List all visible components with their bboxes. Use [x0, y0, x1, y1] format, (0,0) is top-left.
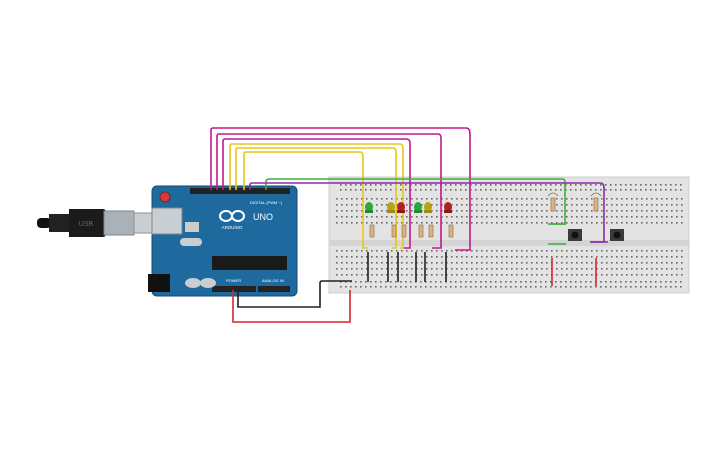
button-power-jumpers	[551, 258, 597, 286]
resistor-leads	[547, 192, 602, 197]
analog-header	[258, 286, 290, 292]
resistor-7[interactable]	[550, 197, 556, 212]
wire-green[interactable]	[265, 178, 566, 225]
analog-label: ANALOG IN	[262, 278, 284, 283]
breadboard[interactable]	[328, 176, 690, 294]
wire-magenta-3[interactable]	[222, 138, 411, 249]
resistor-1[interactable]	[369, 224, 375, 238]
led-green-1[interactable]	[365, 202, 373, 213]
resistor-4[interactable]	[418, 224, 424, 238]
power-header	[212, 286, 256, 292]
wires	[210, 127, 605, 323]
resistor-6[interactable]	[448, 224, 454, 238]
digital-header	[190, 188, 290, 194]
pushbutton-1[interactable]	[568, 229, 582, 241]
arduino-uno-board[interactable]: UNO ARDUINO DIGITAL (PWM ~) POWER ANALOG…	[148, 185, 298, 297]
arduino-brand: ARDUINO	[222, 225, 243, 230]
power-label: POWER	[226, 278, 241, 283]
resistor-3[interactable]	[401, 224, 407, 238]
reset-button[interactable]	[159, 191, 171, 203]
led-yellow-1[interactable]	[387, 202, 395, 213]
resistor-5[interactable]	[428, 224, 434, 238]
resistor-2[interactable]	[391, 224, 397, 238]
led-red-1[interactable]	[397, 202, 405, 213]
breadboard-holes	[336, 184, 683, 288]
ground-jumpers	[367, 252, 447, 282]
wire-magenta-1[interactable]	[210, 127, 471, 251]
wire-magenta-2[interactable]	[216, 133, 442, 249]
usb-label: USB	[79, 221, 94, 228]
wire-red-5v[interactable]	[232, 290, 351, 323]
wire-purple[interactable]	[249, 182, 605, 243]
led-yellow-2[interactable]	[424, 202, 432, 213]
led-green-2[interactable]	[414, 202, 422, 213]
led-group	[365, 202, 452, 213]
pushbutton-2[interactable]	[610, 229, 624, 241]
led-red-2[interactable]	[444, 202, 452, 213]
digital-label: DIGITAL (PWM ~)	[250, 200, 283, 205]
button-wires	[548, 223, 608, 245]
arduino-logo	[219, 210, 245, 222]
resistor-8[interactable]	[593, 197, 599, 212]
usb-cable[interactable]: USB	[37, 209, 159, 237]
atmega-chip	[212, 256, 287, 270]
wire-black-gnd[interactable]	[237, 280, 352, 308]
resistor-group	[369, 197, 599, 238]
arduino-model: UNO	[253, 212, 273, 222]
wire-yellow-2[interactable]	[235, 147, 397, 249]
wire-yellow-3[interactable]	[243, 151, 368, 249]
wire-yellow-1[interactable]	[229, 143, 404, 249]
